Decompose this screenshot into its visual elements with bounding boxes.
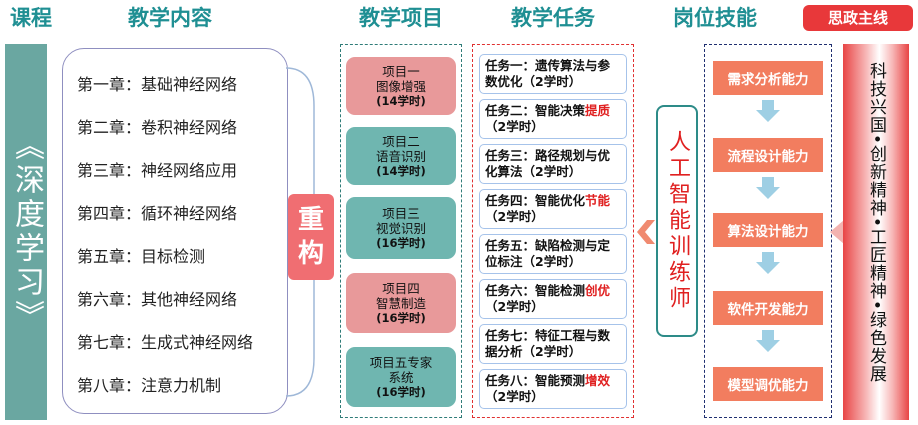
- skill-1: 需求分析能力: [713, 61, 823, 95]
- task-1: 任务一：遗传算法与参数优化（2学时）: [479, 54, 627, 94]
- task-hours: （2学时）: [485, 119, 544, 134]
- tasks-box: 任务一：遗传算法与参数优化（2学时） 任务二：智能决策提质（2学时） 任务三：路…: [472, 44, 634, 418]
- project-name: 视觉识别: [375, 220, 426, 236]
- task-text: 任务八：智能预测: [485, 373, 586, 388]
- arrow-down-icon: [756, 177, 780, 199]
- task-hours: （2学时）: [485, 389, 544, 404]
- task-2: 任务二：智能决策提质 （2学时）: [479, 99, 627, 139]
- header-content: 教学内容: [128, 5, 212, 30]
- restructure-char-2: 构: [297, 239, 324, 269]
- chapter-7: 第七章：生成式神经网络: [77, 333, 254, 352]
- task-4: 任务四：智能优化节能 （2学时）: [479, 189, 627, 229]
- task-hours: （2学时）: [522, 164, 582, 179]
- project-name: 系统: [388, 369, 414, 385]
- project-name: 语音识别: [375, 148, 426, 164]
- ideology-bar: 科技兴国•创新精神•工匠精神•绿色发展: [843, 44, 909, 420]
- skill-4: 软件开发能力: [713, 291, 823, 325]
- arrow-down-icon: [756, 252, 780, 274]
- task-hours: （2学时）: [485, 209, 544, 224]
- project-hours: (16学时): [376, 310, 426, 325]
- header-tasks: 教学任务: [511, 5, 595, 30]
- chevron-left-icon: [830, 220, 844, 244]
- project-title: 项目三: [382, 205, 420, 221]
- task-text: 任务二：智能决策: [485, 103, 586, 118]
- restructure-label: 重 构: [288, 194, 334, 280]
- ideology-text: 科技兴国•创新精神•工匠精神•绿色发展: [866, 62, 886, 384]
- skills-box: 需求分析能力 流程设计能力 算法设计能力 软件开发能力 模型调优能力: [704, 44, 832, 418]
- chapter-5: 第五章：目标检测: [77, 247, 206, 266]
- project-title: 项目四: [382, 280, 420, 296]
- task-hours: （2学时）: [485, 299, 544, 314]
- task-text: 任务三：路径规划与优化算法: [485, 148, 611, 179]
- project-hours: (16学时): [376, 235, 426, 250]
- task-text: 任务七：特征工程与数据分析: [485, 328, 611, 359]
- task-hours: （2学时）: [522, 254, 582, 269]
- skill-2: 流程设计能力: [713, 138, 823, 172]
- chapter-4: 第四章：循环神经网络: [77, 204, 238, 223]
- task-highlight: 增效: [585, 373, 611, 388]
- header-course: 课程: [10, 5, 52, 30]
- task-hours: （2学时）: [522, 344, 582, 359]
- project-hours: (14学时): [376, 93, 426, 108]
- skill-3: 算法设计能力: [713, 213, 823, 247]
- chevron-left-icon: [637, 220, 655, 244]
- chapter-8: 第八章：注意力机制: [77, 376, 222, 395]
- task-text: 任务六：智能检测: [485, 283, 586, 298]
- header-ideology: 思政主线: [803, 5, 913, 31]
- course-title: 《深度学习》: [9, 130, 44, 334]
- task-text: 任务一：遗传算法与参数优化: [485, 58, 611, 89]
- chapters-bracket: [285, 67, 318, 397]
- task-8: 任务八：智能预测增效 （2学时）: [479, 369, 627, 409]
- task-hours: （2学时）: [522, 74, 582, 89]
- project-name: 图像增强: [375, 78, 426, 94]
- header-projects: 教学项目: [359, 5, 443, 30]
- chapter-1: 第一章：基础神经网络: [77, 75, 238, 94]
- projects-box: 项目一 图像增强 (14学时) 项目二 语音识别 (14学时) 项目三 视觉识别…: [340, 44, 462, 418]
- task-text: 任务四：智能优化: [485, 193, 586, 208]
- project-1: 项目一 图像增强 (14学时): [346, 57, 456, 115]
- header-skills: 岗位技能: [673, 5, 757, 30]
- chapters-box: 第一章：基础神经网络 第二章：卷积神经网络 第三章：神经网络应用 第四章：循环神…: [62, 48, 288, 414]
- project-title: 项目一: [382, 63, 420, 79]
- task-highlight: 提质: [585, 103, 611, 118]
- restructure-char-1: 重: [297, 205, 324, 235]
- project-5: 项目五专家 系统 (16学时): [346, 347, 456, 407]
- project-title: 项目二: [382, 133, 420, 149]
- skill-5: 模型调优能力: [713, 367, 823, 401]
- task-5: 任务五：缺陷检测与定位标注（2学时）: [479, 234, 627, 274]
- task-highlight: 节能: [585, 193, 611, 208]
- chapter-3: 第三章：神经网络应用: [77, 161, 238, 180]
- task-text: 任务五：缺陷检测与定位标注: [485, 238, 611, 269]
- project-name: 智慧制造: [375, 295, 426, 311]
- task-3: 任务三：路径规划与优化算法（2学时）: [479, 144, 627, 184]
- trainer-box: 人工智能训练师: [656, 105, 698, 337]
- task-7: 任务七：特征工程与数据分析（2学时）: [479, 324, 627, 364]
- task-highlight: 创优: [585, 283, 611, 298]
- task-6: 任务六：智能检测创优 （2学时）: [479, 279, 627, 319]
- project-4: 项目四 智慧制造 (16学时): [346, 273, 456, 333]
- trainer-label: 人工智能训练师: [665, 130, 690, 312]
- arrow-down-icon: [756, 330, 780, 352]
- course-bar: 《深度学习》: [5, 44, 47, 420]
- chapter-6: 第六章：其他神经网络: [77, 290, 238, 309]
- project-hours: (16学时): [376, 384, 426, 399]
- project-title: 项目五专家: [369, 354, 433, 370]
- project-3: 项目三 视觉识别 (16学时): [346, 197, 456, 259]
- arrow-down-icon: [756, 100, 780, 122]
- chapter-2: 第二章：卷积神经网络: [77, 118, 238, 137]
- project-2: 项目二 语音识别 (14学时): [346, 127, 456, 185]
- project-hours: (14学时): [376, 163, 426, 178]
